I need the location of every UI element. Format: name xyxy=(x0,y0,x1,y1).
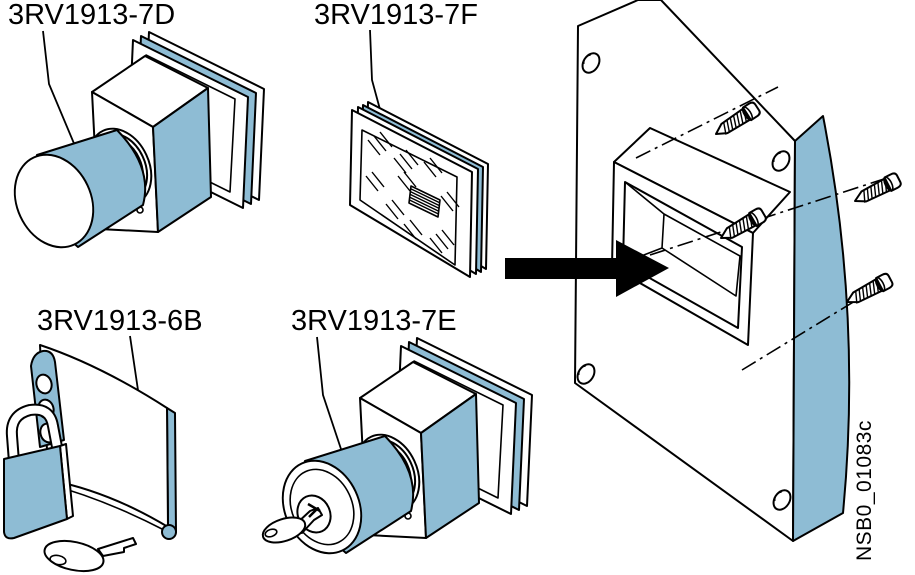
handle-cutout-opening xyxy=(611,127,791,346)
screw-icon xyxy=(850,171,904,209)
label-3rv1913-7e: 3RV1913-7E xyxy=(291,305,457,337)
leader-line-7d xyxy=(42,30,79,154)
label-3rv1913-6b: 3RV1913-6B xyxy=(37,305,203,337)
padlock-icon xyxy=(3,403,74,540)
cutout-inner-opening xyxy=(622,181,743,329)
label-3rv1913-7f: 3RV1913-7F xyxy=(314,0,478,31)
door-side-edge xyxy=(792,115,851,542)
rotary-handle-knob xyxy=(267,337,533,568)
key-icon xyxy=(261,502,323,544)
key-bit-marks xyxy=(307,502,321,518)
label-3rv1913-7d: 3RV1913-7D xyxy=(8,0,176,31)
key-icon xyxy=(43,537,137,573)
rotary-handle-knob xyxy=(0,31,265,262)
enclosure-door-panel xyxy=(505,0,904,542)
plate-hinge-pin xyxy=(161,524,177,540)
ventilation-grille xyxy=(408,185,441,218)
screw-centerline xyxy=(635,86,779,159)
product-3rv1913-6b-illustration xyxy=(3,335,177,573)
cover-window xyxy=(359,129,458,266)
screw-centerline xyxy=(649,176,891,256)
figure-id-label: NSB0_01083c xyxy=(853,420,876,561)
leader-line-7e xyxy=(316,336,349,471)
key-bow-slot xyxy=(264,528,278,538)
hasp-hole xyxy=(35,373,53,395)
key-bow-slot xyxy=(49,554,67,566)
padlock-shackle xyxy=(7,405,61,463)
screw-centerline xyxy=(741,292,869,371)
glass-shine-hatching xyxy=(365,131,460,254)
key-blade xyxy=(97,537,137,557)
padlock-body xyxy=(3,445,68,540)
insertion-arrow-icon xyxy=(505,240,669,297)
product-3rv1913-7d-illustration xyxy=(0,30,265,262)
key-bow xyxy=(43,539,105,573)
product-3rv1913-7e-illustration xyxy=(261,336,533,568)
product-3rv1913-7f-illustration xyxy=(349,29,489,278)
cover-front-plate xyxy=(349,109,473,278)
